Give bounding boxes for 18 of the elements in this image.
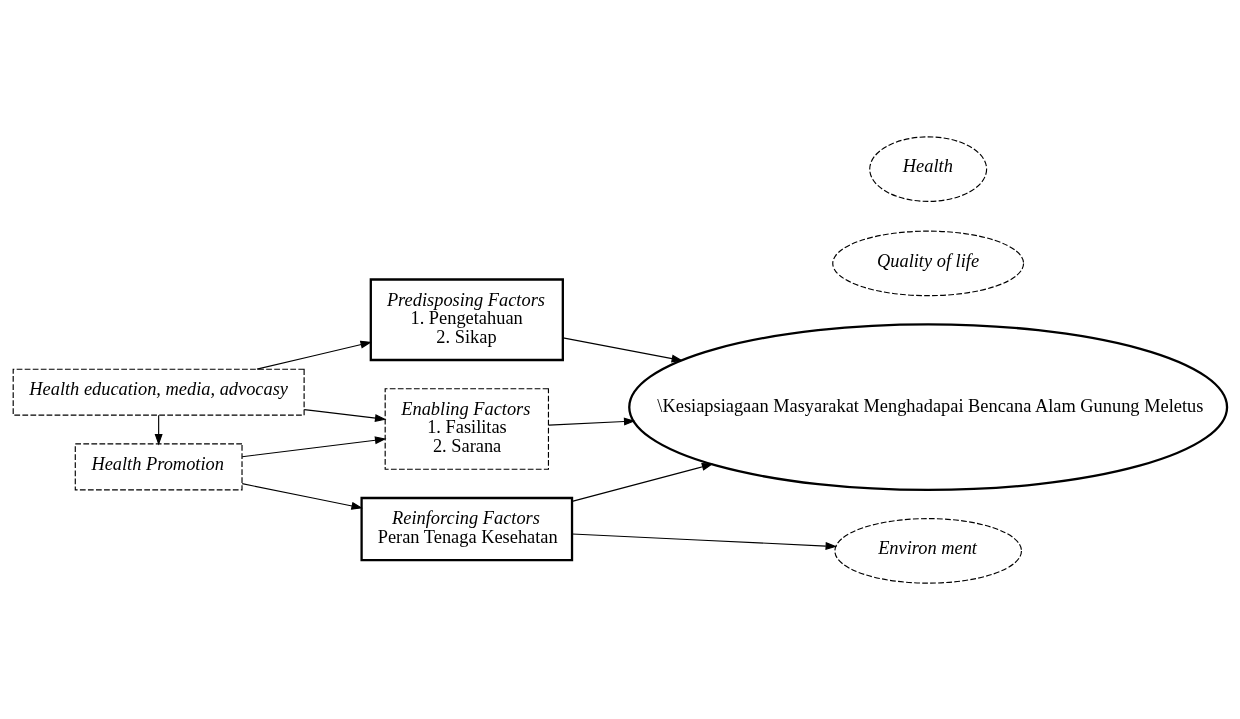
node-ellipse: \Kesiapsiagaan Masyarakat Menghadapai Bencana Alam Gunung Meletus	[628, 322, 1229, 491]
arrow	[562, 336, 684, 362]
node-ellipse: Quality of life	[832, 230, 1025, 296]
node-box: Health Promotion	[74, 442, 243, 490]
node-box: Predisposing Factors 1. Pengetahuan 2. Sikap	[369, 277, 564, 361]
arrow	[154, 414, 163, 446]
arrow	[241, 482, 363, 510]
node-ellipse: Health	[869, 135, 988, 202]
arrow	[571, 462, 714, 502]
arrow	[303, 408, 387, 422]
node-box: Health education, media, advocasy	[12, 368, 305, 416]
arrow	[241, 435, 387, 457]
arrow	[256, 340, 372, 370]
node-ellipse: Environ ment	[834, 517, 1023, 584]
node-box: Enabling Factors 1. Fasilitas 2. Sarana	[384, 387, 550, 470]
arrow	[571, 532, 838, 550]
arrow	[548, 417, 636, 426]
node-box: Reinforcing Factors Peran Tenaga Kesehatan	[360, 496, 574, 561]
